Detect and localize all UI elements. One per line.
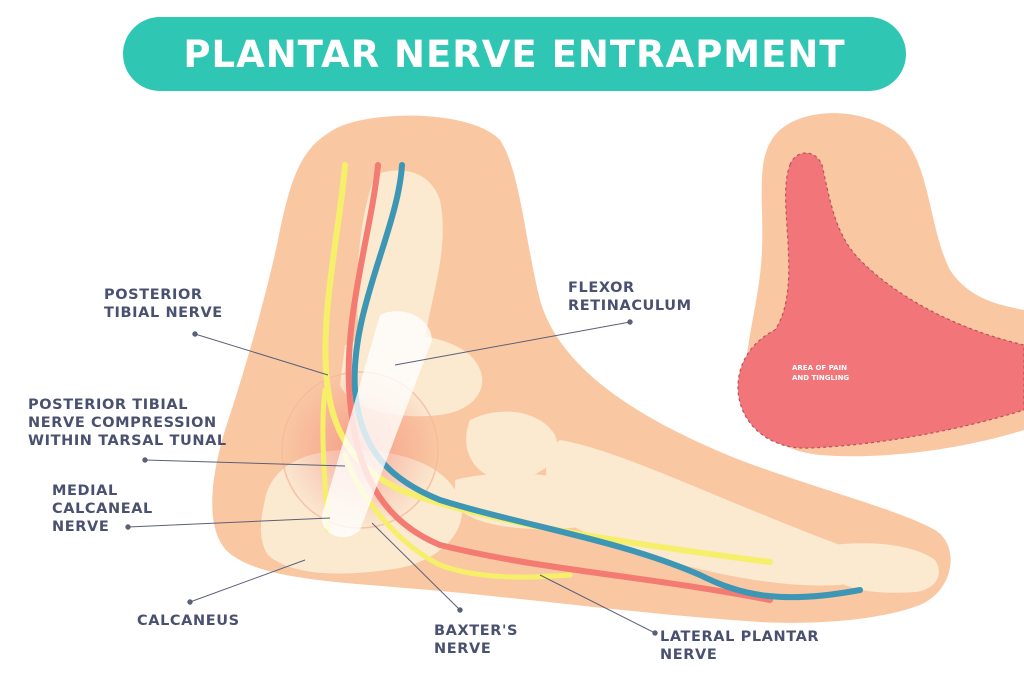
label-line: MEDIAL [52,483,118,499]
leader-dot [192,331,198,337]
label-line: CALCANEAL [52,501,153,517]
leader-lines [125,319,658,636]
leader-dot [627,319,633,325]
posterior-tibial-artery [345,162,773,603]
leader-medial-calcaneal [127,517,331,528]
label-line: NERVE [660,647,718,663]
label-posterior-tibial-nerve: POSTERIOR TIBIAL NERVE [104,286,223,322]
label-area-of-pain: AREA OF PAIN AND TINGLING [792,363,849,383]
label-line: RETINACULUM [568,298,692,314]
leader-posterior-tibial-nerve [194,333,329,376]
label-line: TIBIAL NERVE [104,305,223,321]
label-line: POSTERIOR TIBIAL [28,397,189,413]
label-line: BAXTER'S [434,623,519,639]
metatarsal-bones [546,440,863,586]
leader-dot [187,599,193,605]
leader-lateral-plantar [539,574,656,634]
posterior-tibial-vein [351,162,863,601]
leader-flexor-retinaculum [394,321,631,366]
title-banner: PLANTAR NERVE ENTRAPMENT [123,17,906,91]
leader-dot [652,630,658,636]
leader-baxters [371,522,461,611]
leader-calcaneus [189,559,306,603]
navicular-bone [466,411,558,480]
page-title: PLANTAR NERVE ENTRAPMENT [183,32,846,76]
label-medial-calcaneal-nerve: MEDIAL CALCANEAL NERVE [52,482,153,536]
tibia-bone [357,170,443,345]
label-line: AND TINGLING [792,374,850,382]
leader-dot [125,524,131,530]
label-calcaneus: CALCANEUS [137,612,240,630]
label-flexor-retinaculum: FLEXOR RETINACULUM [568,279,692,315]
label-line: CALCANEUS [137,613,240,629]
leader-dot [142,457,148,463]
label-compression: POSTERIOR TIBIAL NERVE COMPRESSION WITHI… [28,396,227,450]
label-line: NERVE [52,519,110,535]
label-lateral-plantar-nerve: LATERAL PLANTAR NERVE [660,628,819,664]
leader-compression [144,459,346,467]
label-line: FLEXOR [568,280,635,296]
label-baxters-nerve: BAXTER'S NERVE [434,622,518,658]
toe-bones [835,543,939,593]
flexor-retinaculum-band [321,311,432,538]
leader-dot [457,607,463,613]
pain-area [737,152,1024,449]
label-line: POSTERIOR [104,287,203,303]
label-line: NERVE COMPRESSION [28,415,217,431]
label-line: AREA OF PAIN [792,364,847,372]
label-line: WITHIN TARSAL TUNAL [28,433,227,449]
label-line: LATERAL PLANTAR [660,629,820,645]
label-line: NERVE [434,641,492,657]
